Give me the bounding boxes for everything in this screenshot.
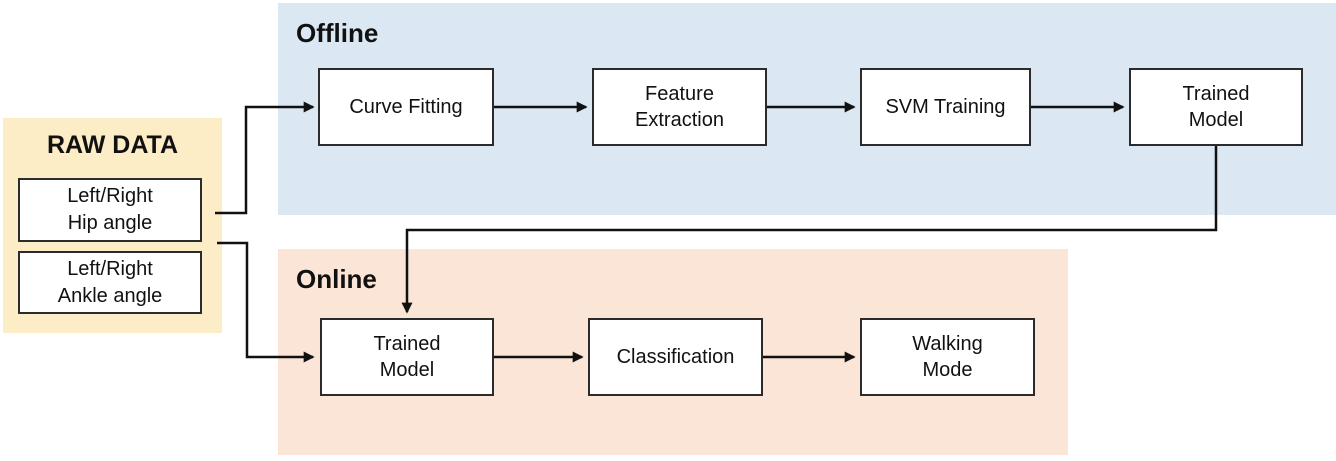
- node-hip-angle: Left/Right Hip angle: [18, 178, 202, 242]
- node-label-line: Model: [379, 359, 435, 381]
- node-trained-model-offline: Trained Model: [1129, 68, 1303, 146]
- node-label-line: Mode: [922, 359, 973, 381]
- node-classification: Classification: [588, 318, 763, 396]
- node-label-line: Left/Right: [67, 257, 153, 280]
- node-label-line: Curve Fitting: [349, 96, 463, 118]
- node-label-line: SVM Training: [885, 96, 1006, 118]
- node-label-line: Trained: [373, 333, 441, 355]
- connector-raw-data-to-online-model: [217, 241, 315, 363]
- node-svm-training: SVM Training: [860, 68, 1031, 146]
- node-label-line: Left/Right: [67, 185, 153, 207]
- node-trained-model-online: Trained Model: [320, 318, 494, 396]
- node-label-line: Trained: [1182, 83, 1250, 105]
- node-label-line: Ankle angle: [57, 284, 163, 307]
- node-label-line: Feature: [645, 83, 714, 105]
- node-ankle-angle: Left/Right Ankle angle: [18, 251, 202, 314]
- node-label-line: Hip angle: [67, 212, 153, 234]
- offline-title: Offline: [296, 18, 379, 48]
- raw-data-title: RAW DATA: [47, 131, 178, 159]
- node-label-line: Model: [1188, 109, 1244, 131]
- node-label-line: Extraction: [635, 109, 724, 131]
- connector-offline-model-to-online-model: [401, 146, 1218, 314]
- connector-hip-to-curve-fitting: [215, 101, 315, 215]
- node-label-line: Walking: [912, 333, 983, 355]
- online-title: Online: [296, 264, 377, 294]
- node-label-line: Classification: [616, 346, 735, 368]
- node-curve-fitting: Curve Fitting: [318, 68, 494, 146]
- node-feature-extraction: Feature Extraction: [592, 68, 767, 146]
- node-walking-mode: Walking Mode: [860, 318, 1035, 396]
